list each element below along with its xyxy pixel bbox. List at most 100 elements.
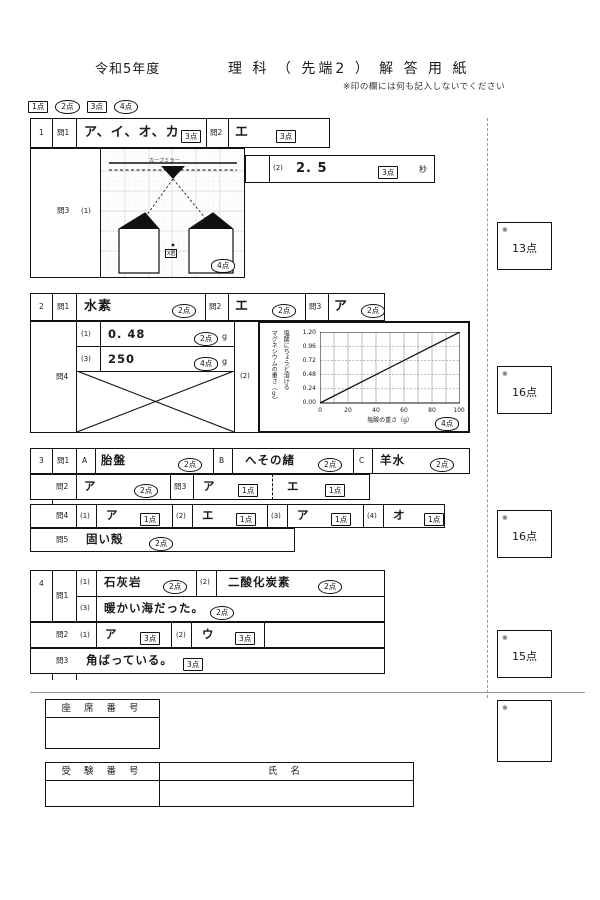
seat-number-label: 座 席 番 号 (46, 700, 159, 718)
s2-divider-j (258, 321, 260, 433)
s2-divider-i (234, 321, 236, 433)
graph-xlabel: 塩酸の重さ（g） (367, 417, 413, 424)
s2-divider-c (205, 293, 207, 321)
s4-q1-2-points: 2点 (318, 580, 343, 594)
exam-number-box[interactable]: 受 験 番 号 (45, 762, 160, 807)
s3-divider-c (95, 448, 97, 474)
s1-q3-label: 問3 (57, 206, 70, 215)
s3-divider-n (172, 504, 174, 528)
s2-row-split-1 (76, 346, 234, 348)
s4-q1-3-points: 2点 (210, 606, 235, 620)
s1-q2-answer[interactable]: エ (235, 125, 250, 140)
s2-q4-1-answer[interactable]: 0. 48 (108, 327, 146, 341)
s1-q1-answer[interactable]: ア、イ、オ、カ (84, 125, 180, 140)
s3-q1-c-key: C (359, 456, 365, 465)
page-title: 理 科 （ 先端2 ） 解 答 用 紙 (228, 61, 470, 77)
diagram-person-label: X君 (165, 249, 178, 258)
s3-q3-points-2: 1点 (325, 484, 346, 497)
s3-score-value: 16点 (512, 530, 537, 543)
s1-number: 1 (39, 128, 44, 137)
s4-q3-label: 問3 (56, 656, 69, 665)
s1-q2-label: 問2 (210, 128, 223, 137)
s4-score-box[interactable]: ※ 15点 (497, 630, 552, 678)
s3-q3-answer-2[interactable]: エ (287, 479, 300, 493)
seat-number-box[interactable]: 座 席 番 号 (45, 699, 160, 749)
graph-series-line (320, 332, 460, 404)
s3-q4-4-answer[interactable]: オ (393, 508, 406, 522)
s2-q3-answer[interactable]: ア (334, 299, 349, 314)
s4-q3-points: 3点 (183, 658, 204, 671)
diagram-mirror-label: カーブミラー (149, 158, 180, 164)
s3-q3-answer-1[interactable]: ア (203, 479, 216, 493)
s2-row-split-2 (76, 371, 234, 373)
s3-q1-a-points: 2点 (178, 458, 203, 472)
s4-q1-3-answer[interactable]: 暖かい海だった。 (104, 601, 204, 615)
dissolution-graph[interactable]: 塩酸にちょうど溶ける マグネシウムの重さ（g） 1.20 0.96 0.72 0… (259, 322, 469, 432)
s3-q4-4-number: (4) (367, 512, 377, 520)
s2-q2-answer[interactable]: エ (235, 299, 250, 314)
s3-score-box[interactable]: ※ 16点 (497, 510, 552, 558)
s1-score-box[interactable]: ※ 13点 (497, 222, 552, 270)
s1-divider-d (228, 118, 230, 148)
total-score-box[interactable]: ※ (497, 700, 552, 762)
graph-ylabel-col2: マグネシウムの重さ（g） (270, 330, 278, 403)
s1-score-mark: ※ (502, 226, 508, 234)
s2-divider-d (228, 293, 230, 321)
graph-ytick-5: 1.20 (302, 329, 316, 336)
s3-divider-f (353, 448, 355, 474)
s4-q1-1-answer[interactable]: 石灰岩 (104, 575, 142, 589)
name-label: 氏 名 (160, 763, 413, 781)
s3-q4-label: 問4 (56, 511, 69, 520)
footer-rule (30, 692, 585, 693)
graph-xtick-0: 0 (318, 407, 322, 414)
s3-divider-h (76, 474, 78, 500)
s2-q4-label: 問4 (56, 372, 69, 381)
s4-q1-2-answer[interactable]: 二酸化炭素 (228, 575, 291, 589)
s4-divider-f (96, 596, 98, 622)
s4-divider-c (96, 570, 98, 596)
s3-divider-g (372, 448, 374, 474)
s3-divider-k (272, 474, 273, 500)
s3-q4-3-number: (3) (271, 512, 281, 520)
s2-divider-e (305, 293, 307, 321)
s2-score-box[interactable]: ※ 16点 (497, 366, 552, 414)
s2-q2-label: 問2 (209, 302, 222, 311)
graph-xtick-4: 80 (428, 407, 436, 414)
s4-q3-answer[interactable]: 角ばっている。 (86, 653, 173, 667)
s1-q3-2-answer[interactable]: 2. 5 (296, 161, 328, 176)
s2-q4-3-unit: g (222, 357, 228, 366)
name-box[interactable]: 氏 名 (159, 762, 414, 807)
s2-q4-3-points: 4点 (194, 357, 219, 371)
mirror-diagram[interactable]: カーブミラー X君 4点 (101, 149, 244, 277)
s4-score-value: 15点 (512, 650, 537, 663)
graph-xtick-5: 100 (453, 407, 465, 414)
s3-q4-1-answer[interactable]: ア (106, 508, 119, 522)
s3-q4-2-answer[interactable]: エ (202, 508, 215, 522)
s3-q2-label: 問2 (56, 482, 69, 491)
s2-q1-answer[interactable]: 水素 (84, 299, 113, 314)
s4-score-mark: ※ (502, 634, 508, 642)
s4-q2-2-answer[interactable]: ウ (202, 627, 215, 641)
s3-divider-d (213, 448, 215, 474)
s4-q2-1-answer[interactable]: ア (105, 627, 118, 641)
s3-q2-points: 2点 (134, 484, 159, 498)
total-score-mark: ※ (502, 704, 508, 712)
graph-ytick-3: 0.72 (302, 357, 316, 364)
s3-divider-r (363, 504, 365, 528)
s3-q1-b-answer[interactable]: へその緒 (245, 453, 295, 467)
s3-q1-c-answer[interactable]: 羊水 (380, 453, 405, 467)
s3-q4-2-number: (2) (176, 512, 186, 520)
sheet-header: 令和5年度 理 科 （ 先端2 ） 解 答 用 紙 ※印の欄には何も記入しないで… (0, 58, 600, 98)
s4-divider-h (171, 622, 173, 648)
s4-q2-2-number: (2) (176, 631, 186, 639)
s3-q5-answer[interactable]: 固い殻 (86, 532, 124, 546)
s3-q4-3-points: 1点 (331, 513, 352, 526)
s2-q4-3-answer[interactable]: 250 (108, 352, 136, 366)
exam-year: 令和5年度 (95, 62, 161, 77)
s3-q4-3-answer[interactable]: ア (297, 508, 310, 522)
s1-q1-points: 3点 (181, 130, 202, 143)
exam-number-label: 受 験 番 号 (46, 763, 159, 781)
s3-q2-answer[interactable]: ア (84, 479, 97, 493)
s4-row-split-1 (76, 596, 385, 598)
s3-q1-a-answer[interactable]: 胎盤 (101, 453, 126, 467)
